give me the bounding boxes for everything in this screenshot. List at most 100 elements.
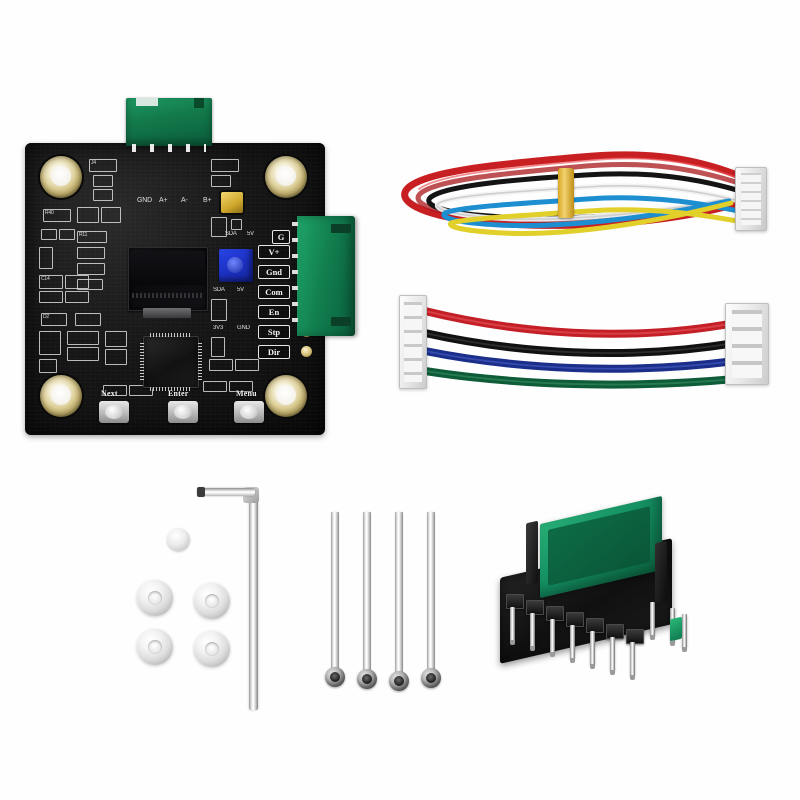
washer[interactable] bbox=[137, 580, 173, 616]
silkscreen-mark bbox=[105, 349, 127, 365]
mcu-pins-top bbox=[150, 333, 192, 337]
screw-shaft bbox=[331, 512, 339, 674]
phase-label-b-plus: A- bbox=[181, 197, 188, 204]
connector-slots bbox=[404, 302, 422, 382]
mounting-hole-top-right bbox=[265, 156, 307, 198]
jst-connector-right[interactable] bbox=[725, 303, 769, 385]
silkscreen-mark bbox=[211, 299, 227, 321]
silkscreen-mark bbox=[211, 337, 225, 357]
silkscreen-label-rx: 5V bbox=[247, 231, 254, 237]
silkscreen-label: R40 bbox=[45, 210, 54, 216]
silkscreen-mark bbox=[229, 381, 253, 392]
pin-label-en: En bbox=[258, 305, 290, 319]
button-label-next: Next bbox=[101, 389, 118, 398]
driver-pin bbox=[630, 642, 635, 680]
hex-key-short-arm bbox=[197, 488, 255, 496]
silkscreen-label: J4 bbox=[91, 160, 96, 166]
connector-keying-tab-top bbox=[331, 224, 351, 233]
jst-connector-encoder[interactable] bbox=[735, 167, 767, 231]
silkscreen-mark bbox=[65, 291, 89, 303]
pin-label-g: G bbox=[272, 230, 290, 244]
silkscreen-mark bbox=[39, 275, 63, 289]
stepper-driver-control-board[interactable]: R40 R11 C14 D2 J4 bbox=[25, 143, 325, 435]
driver-header-socket bbox=[606, 624, 624, 639]
connector-pins bbox=[132, 144, 206, 152]
screw-head bbox=[389, 671, 409, 691]
phase-label-a-plus: GND bbox=[137, 197, 152, 204]
trim-potentiometer[interactable] bbox=[219, 249, 253, 282]
driver-pin bbox=[590, 631, 595, 669]
silkscreen-mark bbox=[203, 381, 227, 392]
enter-button[interactable] bbox=[168, 401, 198, 423]
silkscreen-mark bbox=[211, 217, 227, 237]
silkscreen-mark bbox=[43, 209, 71, 222]
cable-paths bbox=[421, 307, 739, 389]
washer[interactable] bbox=[137, 629, 173, 665]
jst-connector-left[interactable] bbox=[399, 295, 427, 389]
silkscreen-label: D2 bbox=[43, 314, 49, 320]
microcontroller-chip bbox=[140, 333, 202, 391]
driver-header-socket bbox=[626, 629, 644, 644]
pin-label-dir: Dir bbox=[258, 345, 290, 359]
screw-head bbox=[357, 669, 377, 689]
connector-keying-tab bbox=[194, 98, 204, 108]
silkscreen-mark bbox=[105, 331, 127, 347]
silkscreen-mark bbox=[209, 359, 233, 371]
button-label-menu: Menu bbox=[236, 389, 257, 398]
connector-slots bbox=[732, 310, 762, 378]
silkscreen-mark bbox=[59, 229, 75, 240]
oled-ribbon-cable bbox=[143, 308, 191, 318]
silkscreen-mark bbox=[67, 331, 99, 345]
silkscreen-mark bbox=[235, 359, 259, 371]
silkscreen-mark bbox=[39, 331, 61, 355]
silkscreen-mark bbox=[101, 207, 121, 223]
silkscreen-mark bbox=[211, 159, 239, 172]
silkscreen-mark bbox=[93, 189, 113, 201]
pin-label-column: V+ Gnd Com En Stp Dir bbox=[258, 242, 312, 362]
pin-row: Dir bbox=[258, 342, 312, 362]
silkscreen-mark bbox=[41, 229, 57, 240]
spacer-disc[interactable] bbox=[167, 528, 190, 551]
screw-head bbox=[325, 667, 345, 687]
silkscreen-mark bbox=[39, 291, 63, 303]
connector-keying-tab-bottom bbox=[331, 317, 351, 326]
mounting-hole-bottom-right bbox=[265, 375, 307, 417]
connector-pins bbox=[292, 222, 298, 330]
silkscreen-mark bbox=[103, 385, 127, 396]
silkscreen-label-rx2: 5V bbox=[237, 287, 244, 293]
driver-header-socket bbox=[566, 612, 584, 627]
silkscreen-mark bbox=[93, 175, 113, 187]
driver-header-socket bbox=[586, 618, 604, 633]
silkscreen-label-sda: GND bbox=[237, 325, 250, 331]
stepper-driver-module[interactable] bbox=[492, 495, 692, 713]
silkscreen-label-scl: 3V3 bbox=[213, 325, 224, 331]
pin-label-com: Com bbox=[258, 285, 290, 299]
silkscreen-label-tx: SDA bbox=[225, 231, 237, 237]
menu-button[interactable] bbox=[234, 401, 264, 423]
oled-pixel-strip bbox=[132, 293, 204, 298]
phase-label-a-minus: A+ bbox=[159, 197, 168, 204]
motor-cable-straight[interactable] bbox=[395, 285, 775, 400]
silkscreen-mark bbox=[41, 313, 67, 326]
oled-display bbox=[128, 247, 208, 318]
mounting-hole-bottom-left bbox=[40, 375, 82, 417]
hex-key-tool[interactable] bbox=[197, 482, 261, 710]
washer[interactable] bbox=[194, 583, 230, 619]
silkscreen-label: R11 bbox=[79, 232, 88, 238]
mcu-pins-bottom bbox=[150, 387, 192, 391]
driver-header-socket bbox=[526, 600, 544, 615]
driver-green-component bbox=[670, 616, 682, 642]
silkscreen-mark bbox=[39, 247, 53, 269]
next-button[interactable] bbox=[99, 401, 129, 423]
encoder-cable-coiled[interactable] bbox=[395, 145, 775, 255]
signal-connector-right[interactable] bbox=[292, 216, 355, 336]
silkscreen-mark bbox=[211, 175, 231, 187]
washer[interactable] bbox=[194, 631, 230, 667]
cable-tie bbox=[558, 168, 574, 218]
silkscreen-mark bbox=[77, 207, 99, 223]
motor-phase-connector-top[interactable] bbox=[126, 98, 212, 152]
button-label-enter: Enter bbox=[168, 389, 189, 398]
oled-glass bbox=[131, 251, 205, 285]
silkscreen-mark bbox=[39, 359, 57, 373]
silkscreen-mark bbox=[77, 231, 107, 243]
